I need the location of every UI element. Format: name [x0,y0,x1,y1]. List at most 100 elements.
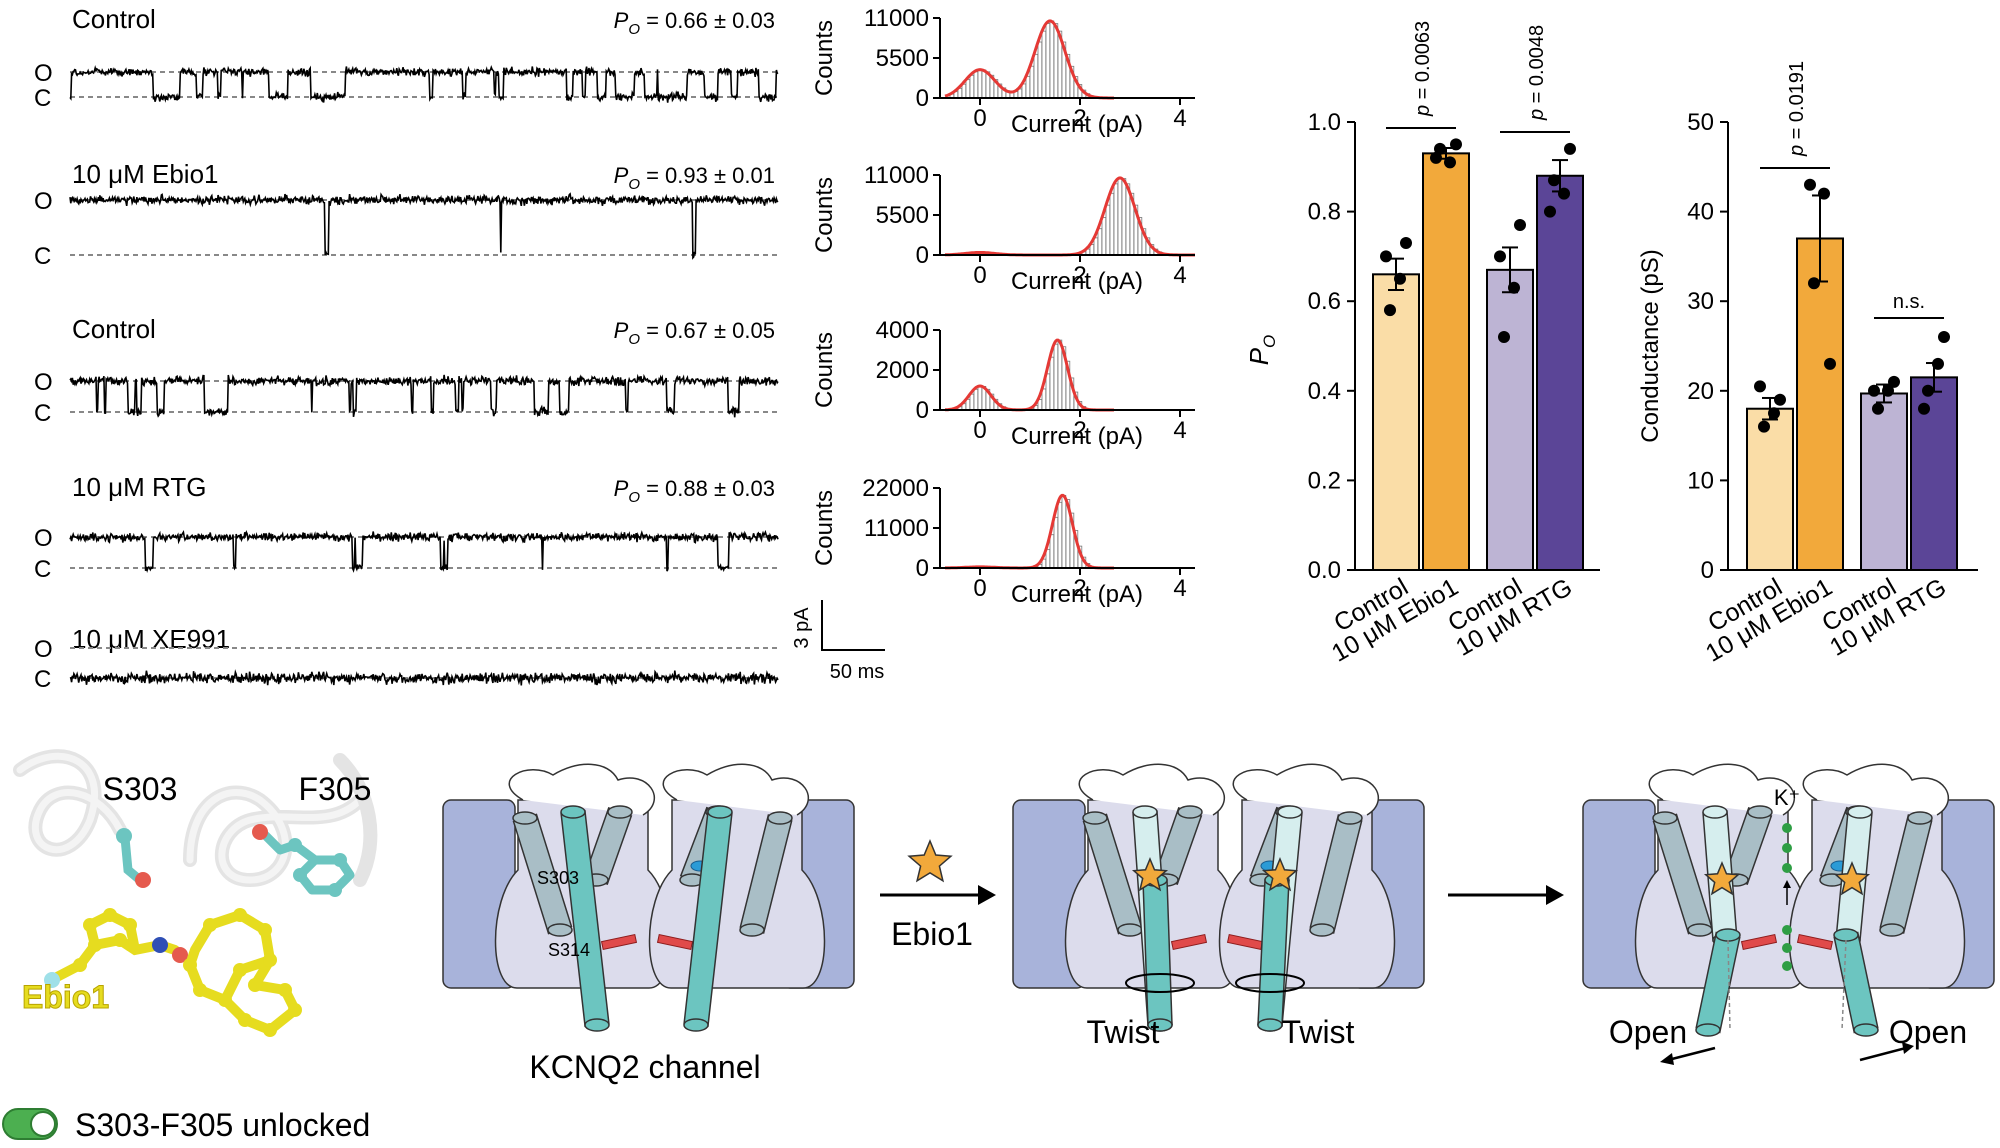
y-tick-label: 11000 [864,162,929,189]
twist-s6-upper-left-top [1132,805,1158,819]
y-tick-label: 1.0 [1308,109,1341,136]
data-point [1548,174,1560,187]
ebio1-star-icon [907,839,953,883]
histogram-bar [1117,178,1123,256]
y-axis-label: Counts [811,490,838,566]
bar-3 [1536,174,1584,571]
closed-subunit-right-loop [662,763,810,816]
data-point [1394,272,1406,285]
histogram-bar [1057,339,1063,411]
open-s6-helix-right-top [1833,928,1859,942]
histogram-bar [969,393,975,411]
trace-po-3: PO = 0.88 ± 0.03 [614,476,775,506]
y-tick-label: 10 [1687,467,1714,494]
histogram-bar [1029,65,1035,99]
data-point [1380,250,1392,263]
data-point [1384,304,1396,317]
twist-twist-arrow-right [1235,973,1305,993]
trace-po-0: PO = 0.66 ± 0.03 [614,8,775,38]
open-s6-helix-left-top [1715,928,1741,942]
twist-s6-helix-left-end [1147,1018,1173,1032]
data-point [1818,187,1830,200]
data-point [1508,281,1520,294]
closed-helix-grey-4-top [767,811,793,825]
gaussian-fit-line [944,19,1114,100]
trace-label-1: 10 μM Ebio1 [72,159,219,189]
y-tick-label: 5500 [876,45,929,72]
x-tick-label: 0 [973,417,986,444]
x-tick-label: 0 [973,105,986,132]
data-point [1434,142,1446,155]
data-point [1544,205,1556,218]
bar-2 [1486,268,1534,571]
x-tick-label: 4 [1173,105,1186,132]
open-k-ion [1782,961,1792,971]
trace-po-2: PO = 0.67 ± 0.05 [614,318,775,348]
structure-label-f305: F305 [299,771,372,807]
bar-1 [1796,237,1844,571]
twist-helix-grey-1-top [1082,811,1108,825]
structure-label-ligand: Ebio1 [22,979,109,1015]
closed-s6-helix-left-top [560,805,586,819]
histogram-bar [1045,23,1051,99]
trace-po-1: PO = 0.93 ± 0.01 [614,163,775,193]
toggle-legend: S303-F305 unlocked [2,1107,370,1143]
closed-label-3: C [34,556,51,583]
y-axis-label: PO [1244,335,1279,366]
bar-2 [1860,392,1908,571]
data-point [1888,375,1900,388]
y-tick-label: 0.2 [1308,467,1341,494]
bar-1 [1422,152,1470,572]
twist-ebio1-star-right [1261,857,1299,892]
histogram-bar [969,74,975,99]
closed-helix-grey-1-end [547,923,573,937]
scale-time-label: 50 ms [830,661,884,683]
histogram-bar [1021,83,1027,99]
histogram-bar [1033,53,1039,99]
data-point [1922,384,1934,397]
x-axis-label: Current (pA) [1011,111,1143,138]
open-s6-upper-right-top [1847,805,1873,819]
histogram-bar [1057,501,1063,569]
open-label-4: O [34,636,53,663]
open-k-ion [1782,943,1792,953]
histogram-bar [977,69,983,99]
y-tick-label: 0 [916,397,929,424]
histogram-bar [1105,204,1111,256]
open-open-arrow-right [1859,1046,1907,1062]
open-open-arrowhead-left [1660,1053,1674,1065]
data-point [1430,151,1442,164]
closed-s314-marker-right [656,933,694,951]
y-tick-label: 0.0 [1308,557,1341,584]
current-trace-3 [69,529,779,573]
structure-panel: S303 F305 Ebio1 [13,749,378,1037]
toggle-knob-icon [30,1111,56,1137]
closed-s6-helix-right-end [683,1018,709,1032]
y-tick-label: 40 [1687,199,1714,226]
data-point [1808,277,1820,290]
histogram-bar [1093,237,1099,256]
closed-helix-grey-1-top [512,811,538,825]
open-ghost-helix-left [1727,939,1731,1031]
x-tick-label: 4 [1173,262,1186,289]
y-axis-label: Counts [811,177,838,253]
x-tick-label: 2 [1073,262,1086,289]
closed-s6-helix-right-top [707,805,733,819]
x-tick-label: 0 [973,262,986,289]
twist-s6-upper-right-top [1277,805,1303,819]
open-helix-grey-1-top [1652,811,1678,825]
open-ebio1-star-right [1833,861,1871,896]
twist-helix-grey-4-top [1337,811,1363,825]
open-s6-helix-left-end [1695,1023,1721,1037]
open-subunit-right [1788,799,1966,989]
y-tick-label: 0 [916,85,929,112]
y-tick-label: 0.6 [1308,288,1341,315]
residue-label-s303: S303 [537,868,579,888]
y-axis-label: Counts [811,20,838,96]
gaussian-fit-line [945,493,1114,570]
histogram-bar [981,69,987,99]
